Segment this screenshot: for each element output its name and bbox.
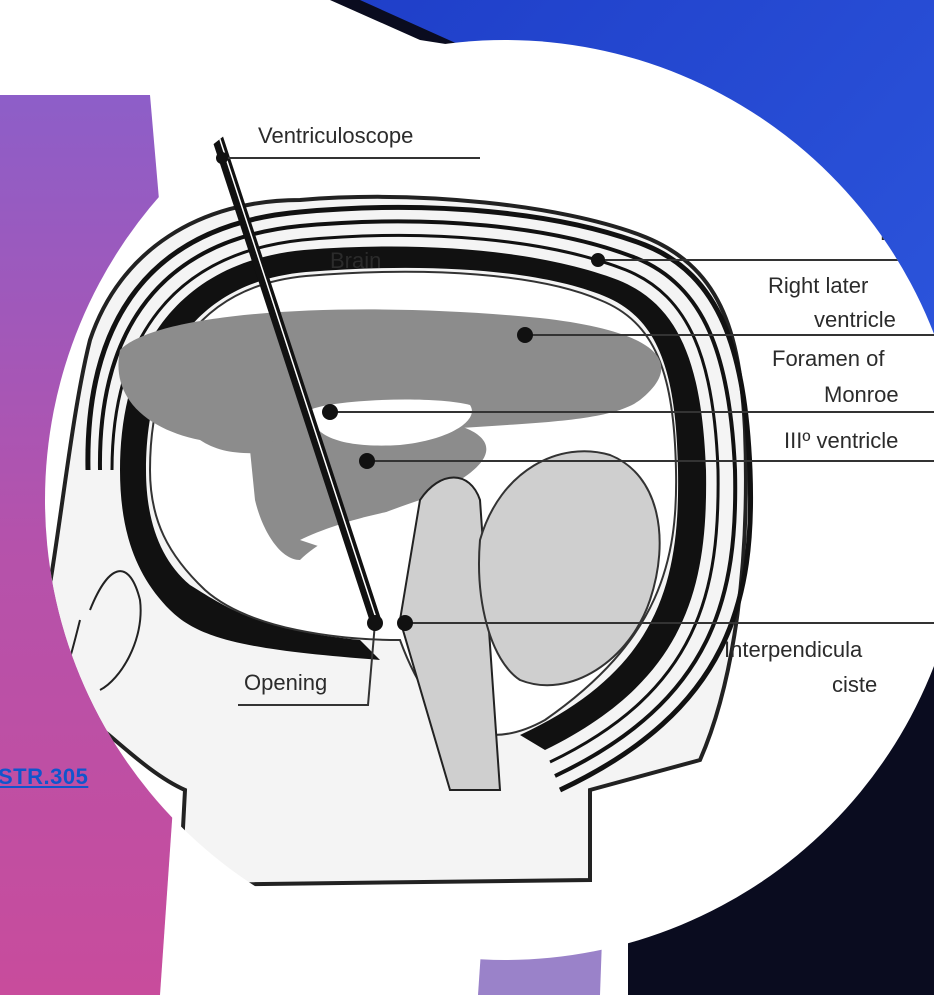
dot-bone	[591, 253, 605, 267]
dot-ventriculoscope	[216, 152, 228, 164]
dot-interpeduncular	[397, 615, 413, 631]
dot-foramen	[322, 404, 338, 420]
dot-right-lateral-ventricle	[517, 327, 533, 343]
dot-opening	[367, 615, 383, 631]
label-ventriculoscope: Ventriculoscope	[258, 123, 413, 148]
label-right-lateral-line2: ventricle	[814, 307, 896, 332]
label-interpeduncular-line1: Interpendicula	[724, 637, 863, 662]
label-foramen-line2: Monroe	[824, 382, 899, 407]
label-foramen-line1: Foramen of	[772, 346, 885, 371]
dot-third-ventricle	[359, 453, 375, 469]
label-brain: Brain	[330, 248, 381, 273]
reference-link[interactable]: STR.305	[0, 764, 88, 790]
label-interpeduncular-line2: ciste	[832, 672, 877, 697]
label-right-lateral-line1: Right later	[768, 273, 868, 298]
label-opening: Opening	[244, 670, 327, 695]
label-third-ventricle: IIIº ventricle	[784, 428, 898, 453]
